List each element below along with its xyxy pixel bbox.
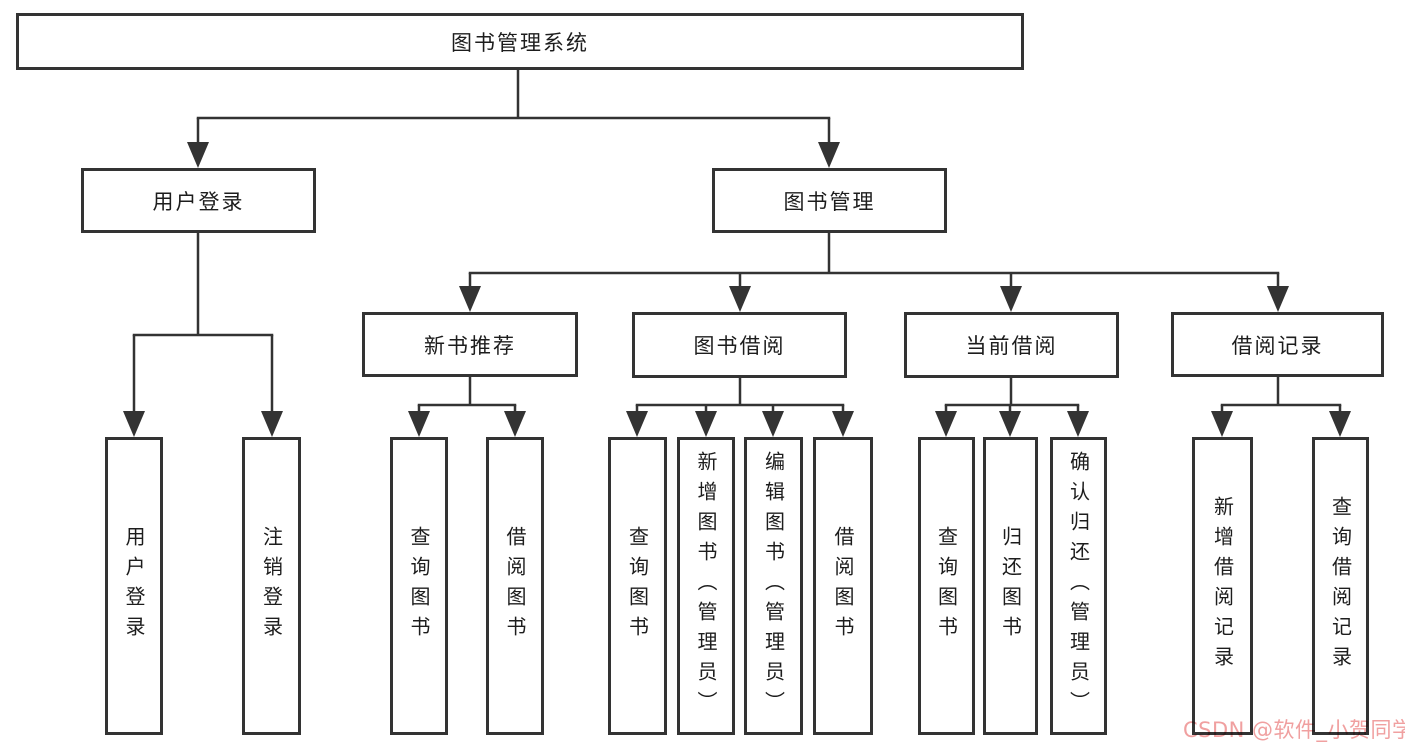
leaf-borrow-books-recommend: 借阅图书 bbox=[486, 437, 544, 735]
leaf-borrow-books-borrow-label: 借阅图书 bbox=[831, 526, 855, 646]
node-library-system: 图书管理系统 bbox=[16, 13, 1024, 70]
node-book-management-label: 图书管理 bbox=[783, 189, 876, 214]
leaf-user-login: 用户登录 bbox=[105, 437, 163, 735]
csdn-watermark: CSDN @软件_小贺同学 bbox=[1183, 718, 1405, 742]
node-current-borrowing: 当前借阅 bbox=[904, 312, 1119, 378]
leaf-borrow-books-borrow: 借阅图书 bbox=[813, 437, 873, 735]
node-borrowing-records: 借阅记录 bbox=[1171, 312, 1384, 377]
node-new-book-recommendation-label: 新书推荐 bbox=[424, 333, 516, 358]
leaf-logout-label: 注销登录 bbox=[259, 526, 284, 646]
leaf-query-books-current: 查询图书 bbox=[918, 437, 975, 735]
leaf-user-login-label: 用户登录 bbox=[122, 526, 146, 646]
leaf-query-borrow-record: 查询借阅记录 bbox=[1312, 437, 1369, 735]
node-current-borrowing-label: 当前借阅 bbox=[965, 334, 1058, 358]
leaf-add-books-admin: 新增图书（管理员） bbox=[677, 437, 735, 735]
node-library-system-label: 图书管理系统 bbox=[451, 30, 589, 55]
leaf-return-books: 归还图书 bbox=[983, 437, 1038, 735]
leaf-logout: 注销登录 bbox=[242, 437, 301, 735]
leaf-query-books-current-label: 查询图书 bbox=[934, 526, 959, 646]
leaf-query-books-recommend: 查询图书 bbox=[390, 437, 448, 735]
node-user-login-label: 用户登录 bbox=[152, 189, 245, 214]
leaf-add-borrow-record-label: 新增借阅记录 bbox=[1210, 496, 1235, 676]
leaf-add-books-admin-label: 新增图书（管理员） bbox=[694, 451, 718, 721]
leaf-return-books-label: 归还图书 bbox=[998, 526, 1023, 646]
node-new-book-recommendation: 新书推荐 bbox=[362, 312, 578, 377]
leaf-add-borrow-record: 新增借阅记录 bbox=[1192, 437, 1253, 735]
node-book-borrowing-label: 图书借阅 bbox=[693, 334, 786, 358]
node-user-login: 用户登录 bbox=[81, 168, 316, 233]
leaf-edit-books-admin-label: 编辑图书（管理员） bbox=[761, 451, 786, 721]
leaf-query-books-recommend-label: 查询图书 bbox=[407, 526, 431, 646]
leaf-confirm-return-admin-label: 确认归还（管理员） bbox=[1066, 451, 1091, 721]
node-book-borrowing: 图书借阅 bbox=[632, 312, 847, 378]
leaf-query-borrow-record-label: 查询借阅记录 bbox=[1328, 496, 1353, 676]
leaf-query-books-borrow-label: 查询图书 bbox=[625, 526, 650, 646]
leaf-edit-books-admin: 编辑图书（管理员） bbox=[744, 437, 803, 735]
node-book-management: 图书管理 bbox=[712, 168, 947, 233]
leaf-confirm-return-admin: 确认归还（管理员） bbox=[1050, 437, 1107, 735]
node-borrowing-records-label: 借阅记录 bbox=[1231, 333, 1324, 358]
leaf-borrow-books-recommend-label: 借阅图书 bbox=[503, 526, 527, 646]
leaf-query-books-borrow: 查询图书 bbox=[608, 437, 667, 735]
